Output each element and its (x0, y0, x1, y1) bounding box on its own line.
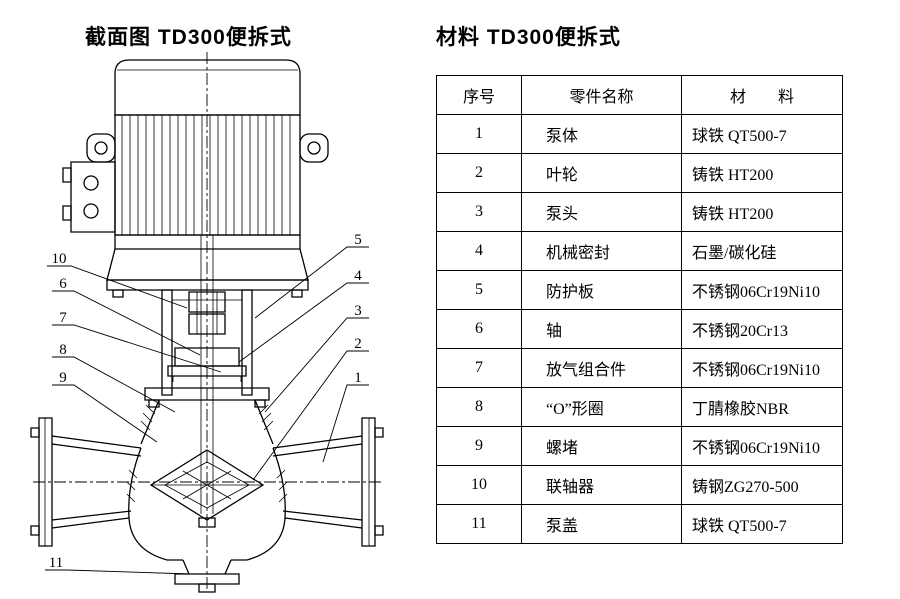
callout-label: 1 (354, 370, 362, 386)
terminal-box (63, 162, 115, 232)
cell-name: 泵盖 (521, 504, 682, 544)
cell-no: 11 (436, 504, 522, 544)
cell-no: 5 (436, 270, 522, 310)
cell-material: 球铁 QT500-7 (681, 114, 843, 154)
cell-material: 铸铁 HT200 (681, 192, 843, 232)
cell-material: 丁腈橡胶NBR (681, 387, 843, 427)
pump-cross-section-drawing: 10 6 7 8 9 11 5 4 3 2 1 (25, 50, 425, 595)
cell-name: 叶轮 (521, 153, 682, 193)
cell-name: 泵头 (521, 192, 682, 232)
callout-label: 7 (59, 310, 67, 326)
cell-name: 泵体 (521, 114, 682, 154)
cell-name: 防护板 (521, 270, 682, 310)
lifting-lug-left (87, 134, 115, 162)
cell-material: 球铁 QT500-7 (681, 504, 843, 544)
callout-label: 11 (49, 555, 63, 571)
motor-outline (63, 60, 328, 297)
column-header-material: 材 料 (681, 75, 843, 115)
callout-label: 5 (354, 232, 362, 248)
cell-no: 3 (436, 192, 522, 232)
cell-no: 9 (436, 426, 522, 466)
cell-material: 石墨/碳化硅 (681, 231, 843, 271)
callout-label: 10 (52, 251, 67, 267)
table-title: 材料 TD300便拆式 (436, 26, 621, 49)
cell-no: 10 (436, 465, 522, 505)
callout-numbers: 10 6 7 8 9 11 5 4 3 2 1 (49, 232, 362, 571)
leader-lines (45, 247, 369, 574)
cell-name: “O”形圈 (521, 387, 682, 427)
table-row: 8“O”形圈丁腈橡胶NBR (436, 387, 843, 427)
shaft-and-coupling (168, 235, 246, 514)
cell-name: 放气组合件 (521, 348, 682, 388)
cell-material: 铸钢ZG270-500 (681, 465, 843, 505)
cell-name: 轴 (521, 309, 682, 349)
cell-no: 1 (436, 114, 522, 154)
cell-no: 6 (436, 309, 522, 349)
table-header-row: 序号 零件名称 材 料 (436, 75, 843, 115)
pump-casing (31, 388, 383, 592)
section-hatching (127, 405, 287, 502)
cell-no: 4 (436, 231, 522, 271)
cell-material: 铸铁 HT200 (681, 153, 843, 193)
cell-name: 螺堵 (521, 426, 682, 466)
cell-no: 2 (436, 153, 522, 193)
impeller (151, 450, 263, 527)
cell-name: 联轴器 (521, 465, 682, 505)
cell-no: 8 (436, 387, 522, 427)
cell-no: 7 (436, 348, 522, 388)
lifting-lug-right (300, 134, 328, 162)
callout-label: 2 (354, 336, 362, 352)
cell-material: 不锈钢20Cr13 (681, 309, 843, 349)
callout-label: 3 (354, 303, 362, 319)
drawing-title: 截面图 TD300便拆式 (85, 26, 292, 49)
callout-label: 9 (59, 370, 67, 386)
motor-fins (122, 115, 290, 235)
cell-material: 不锈钢06Cr19Ni10 (681, 426, 843, 466)
callout-label: 8 (59, 342, 67, 358)
cell-material: 不锈钢06Cr19Ni10 (681, 348, 843, 388)
callout-label: 4 (354, 268, 362, 284)
column-header-name: 零件名称 (521, 75, 682, 115)
centerlines (33, 52, 383, 592)
cell-material: 不锈钢06Cr19Ni10 (681, 270, 843, 310)
cell-name: 机械密封 (521, 231, 682, 271)
callout-label: 6 (59, 276, 67, 292)
column-header-no: 序号 (436, 75, 522, 115)
